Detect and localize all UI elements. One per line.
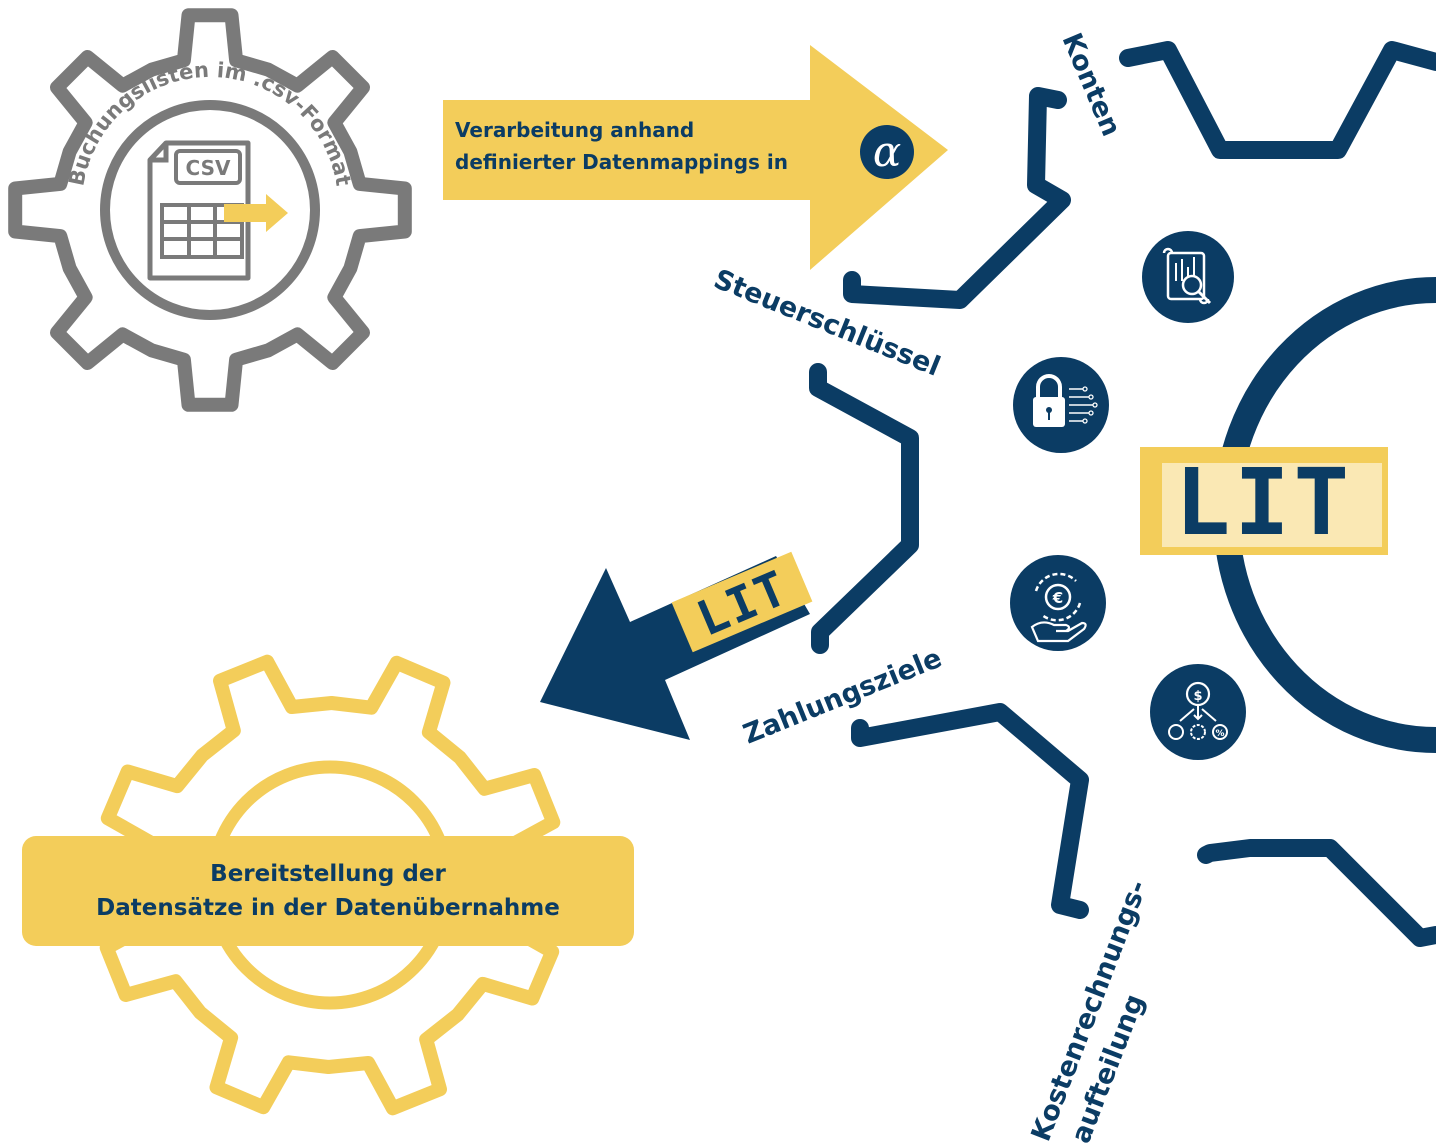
csv-gear-inner-ring <box>100 100 320 320</box>
lock-circuit-icon <box>1013 357 1109 453</box>
alpha-logo-icon <box>860 125 914 179</box>
document-analysis-icon <box>1142 231 1234 323</box>
label-konten: Konten <box>1056 29 1127 141</box>
svg-text:$: $ <box>1193 689 1202 704</box>
lit-logo: LIT <box>1140 447 1388 556</box>
cost-distribution-icon: $ % <box>1150 664 1246 760</box>
csv-file-tag: CSV <box>186 156 231 180</box>
svg-text:€: € <box>1052 589 1063 607</box>
target-gear-outline <box>99 654 561 1116</box>
process-arrow: α <box>443 45 948 270</box>
svg-text:%: % <box>1215 729 1224 739</box>
target-banner-line2: Datensätze in der Datenübernahme <box>96 895 560 921</box>
euro-cycle-hand-icon: € <box>1010 555 1106 651</box>
alpha-logo-symbol: α <box>873 127 901 176</box>
label-steuerschluessel: Steuerschlüssel <box>709 264 944 383</box>
lit-gear-teeth <box>809 41 1436 947</box>
target-banner-line1: Bereitstellung der <box>210 861 446 887</box>
process-arrow-text: Verarbeitung anhand definierter Datenmap… <box>455 118 788 174</box>
target-banner: Bereitstellung der Datensätze in der Dat… <box>22 836 634 946</box>
csv-file-icon: CSV <box>147 140 288 281</box>
csv-gear-outline <box>8 8 412 412</box>
lit-logo-text: LIT <box>1175 449 1353 556</box>
csv-gear: Buchungslisten im .csv-Format CSV <box>8 8 412 412</box>
